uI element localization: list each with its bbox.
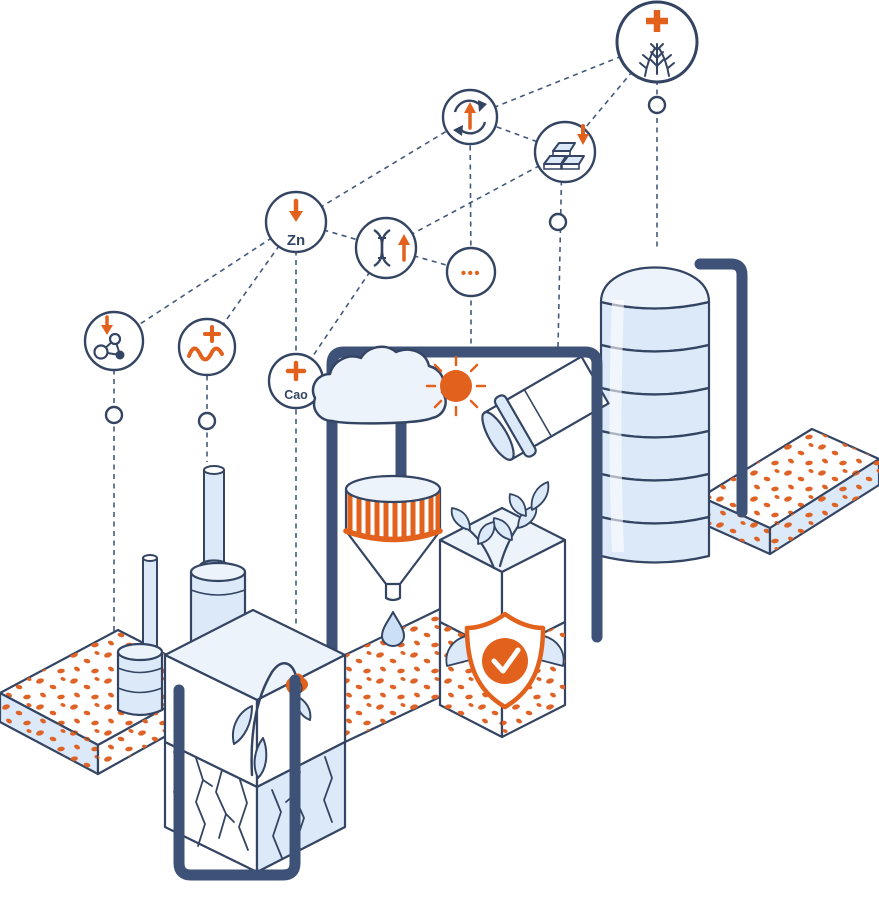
funnel-mouth (344, 474, 442, 504)
silo-outlet-pipe (694, 258, 748, 518)
drooping-leaf (232, 705, 253, 745)
funnel-rim (343, 528, 443, 543)
minerals-decrease-icon (533, 120, 597, 184)
silo-dome (599, 266, 711, 310)
up-arrowhead (464, 102, 476, 113)
connector-dots (104, 95, 667, 431)
wheat-glyph (639, 43, 675, 77)
canister-stack (142, 554, 158, 651)
cloud-icon (311, 345, 447, 425)
leaf (450, 507, 471, 531)
ellipsis-label: ••• (461, 265, 481, 282)
canister (116, 642, 164, 717)
molecule-decrease-icon (83, 310, 145, 372)
pipe-flange (493, 394, 537, 458)
soil-slab-right (699, 427, 879, 556)
protection-shield-icon (445, 611, 565, 710)
plus-glyph (285, 360, 307, 382)
zinc-label: Zn (287, 232, 305, 249)
calcium-label: Cao (284, 388, 308, 402)
cycle-arrowhead-bottom (453, 125, 463, 136)
healthy-plant-icon (450, 481, 550, 570)
water-drop-icon (381, 611, 405, 647)
chimney-stack (198, 465, 230, 573)
horizontal-pipe (481, 355, 610, 461)
checkmark-icon (491, 647, 521, 674)
down-arrowhead (101, 325, 113, 335)
funnel-tip (384, 582, 402, 602)
sun-icon (425, 355, 487, 417)
silo (599, 266, 711, 564)
plus-glyph (203, 325, 221, 343)
pipe-ring (523, 389, 553, 437)
leaf (477, 521, 496, 545)
down-arrowhead (577, 134, 589, 145)
leaf-box (438, 506, 567, 656)
shield-badge (482, 638, 528, 684)
plus-glyph (646, 10, 668, 32)
dna-helix-glyph (373, 228, 391, 268)
pipe-end-cap (481, 411, 515, 461)
down-arrowhead (289, 211, 303, 222)
cycle-arrowhead-top (478, 100, 487, 112)
drooping-leaf (253, 737, 268, 779)
leaf (492, 517, 513, 541)
zinc-decrease-icon: Zn (264, 190, 328, 254)
silo-highlight (609, 300, 624, 552)
molecule-glyph (93, 332, 125, 360)
cycle-increase-icon (441, 88, 499, 146)
up-arrowhead (398, 234, 410, 245)
funnel (343, 474, 443, 602)
leaf (530, 481, 550, 511)
gold-bars-glyph (543, 142, 585, 170)
more-icon: ••• (445, 246, 497, 298)
dna-increase-icon (354, 216, 418, 280)
soil-organism-increase-icon (177, 317, 237, 377)
ground-pipe-frame (173, 674, 301, 881)
wheat-crop-increase-icon (615, 0, 699, 84)
process-pipe-frame (326, 346, 603, 658)
worm-glyph (187, 346, 224, 362)
leaf (508, 493, 527, 517)
shield-wing-left (445, 635, 471, 667)
shield-wing-right (539, 635, 565, 667)
soil-block-cracked (163, 740, 347, 874)
